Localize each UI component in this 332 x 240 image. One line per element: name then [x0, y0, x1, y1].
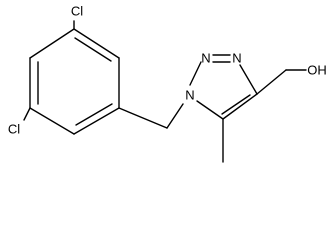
bond-ring-inner-2	[75, 103, 113, 126]
bond-c-cl-bottom	[23, 107, 31, 121]
bond-c4-c5-a	[222, 93, 258, 120]
benzene-ring	[29, 28, 120, 135]
atom-oh: OH	[307, 63, 327, 78]
atom-cl-top: Cl	[71, 4, 83, 19]
substituent-bonds	[23, 20, 184, 129]
structure-diagram: Cl Cl N N N OH	[8, 4, 327, 163]
atom-n2: N	[201, 51, 210, 66]
atom-n3: N	[232, 51, 241, 66]
atom-cl-bottom: Cl	[8, 122, 20, 137]
bond-c4-c5-b	[221, 94, 251, 115]
bond-ring-6	[29, 28, 75, 59]
bond-c5-n1	[196, 100, 224, 120]
atom-n1: N	[185, 88, 194, 103]
atom-labels: Cl Cl N N N OH	[8, 4, 327, 137]
bond-ring-4	[29, 107, 75, 135]
bond-ring-inner-1	[74, 37, 112, 62]
bond-c4-ch2	[256, 69, 287, 95]
bond-ring-1	[73, 28, 120, 59]
bond-n3-c4	[239, 64, 258, 95]
bond-ring-3	[73, 107, 120, 135]
bond-ring-ch2	[118, 107, 168, 129]
side-chains	[222, 69, 307, 163]
bond-ch2-n1	[166, 103, 184, 129]
triazole-ring	[189, 54, 258, 120]
bond-n1-n2	[189, 61, 202, 86]
